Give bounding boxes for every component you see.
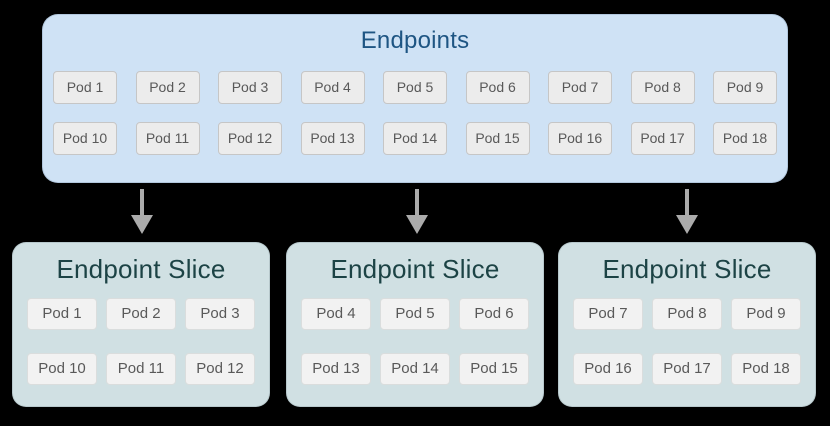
- pod-box: Pod 10: [27, 353, 97, 385]
- endpoints-title: Endpoints: [360, 27, 470, 54]
- pod-box: Pod 12: [218, 122, 282, 155]
- slice-pod-row-2: Pod 16 Pod 17 Pod 18: [573, 353, 801, 385]
- pod-box: Pod 2: [106, 298, 176, 330]
- endpoint-slice-title: Endpoint Slice: [602, 254, 772, 284]
- slice-pod-row-2: Pod 13 Pod 14 Pod 15: [301, 353, 529, 385]
- pod-box: Pod 7: [573, 298, 643, 330]
- pod-box: Pod 13: [301, 353, 371, 385]
- pod-box: Pod 5: [380, 298, 450, 330]
- pod-box: Pod 1: [27, 298, 97, 330]
- pod-box: Pod 3: [218, 71, 282, 104]
- pod-box: Pod 11: [106, 353, 176, 385]
- pod-box: Pod 2: [135, 71, 200, 104]
- slice-pod-row-2: Pod 10 Pod 11 Pod 12: [27, 353, 255, 385]
- pod-box: Pod 8: [630, 71, 695, 104]
- endpoints-box: Endpoints Pod 1 Pod 2 Pod 3 Pod 4 Pod 5 …: [42, 14, 788, 183]
- arrow-head: [131, 215, 153, 234]
- pod-box: Pod 13: [300, 122, 365, 155]
- arrow-head: [406, 215, 428, 234]
- endpoints-pod-row-1: Pod 1 Pod 2 Pod 3 Pod 4 Pod 5 Pod 6 Pod …: [53, 71, 777, 104]
- pod-box: Pod 10: [53, 122, 117, 155]
- pod-box: Pod 7: [548, 71, 612, 104]
- pod-box: Pod 12: [185, 353, 255, 385]
- pod-box: Pod 17: [652, 353, 722, 385]
- endpoints-pod-row-2: Pod 10 Pod 11 Pod 12 Pod 13 Pod 14 Pod 1…: [53, 122, 777, 155]
- pod-box: Pod 5: [383, 71, 447, 104]
- down-arrow-icon: [406, 189, 428, 234]
- pod-box: Pod 15: [465, 122, 530, 155]
- pod-box: Pod 6: [459, 298, 529, 330]
- endpoint-slice-box-3: Endpoint Slice Pod 7 Pod 8 Pod 9 Pod 16 …: [558, 242, 816, 407]
- pod-box: Pod 14: [383, 122, 447, 155]
- arrow-head: [676, 215, 698, 234]
- arrow-shaft: [685, 189, 689, 215]
- pod-box: Pod 16: [548, 122, 612, 155]
- endpoint-slice-title: Endpoint Slice: [56, 254, 226, 284]
- pod-box: Pod 16: [573, 353, 643, 385]
- slice-pod-row-1: Pod 1 Pod 2 Pod 3: [27, 298, 255, 330]
- pod-box: Pod 1: [53, 71, 117, 104]
- arrow-shaft: [140, 189, 144, 215]
- pod-box: Pod 4: [301, 298, 371, 330]
- down-arrow-icon: [131, 189, 153, 234]
- pod-box: Pod 3: [185, 298, 255, 330]
- endpoint-slice-box-2: Endpoint Slice Pod 4 Pod 5 Pod 6 Pod 13 …: [286, 242, 544, 407]
- down-arrow-icon: [676, 189, 698, 234]
- slice-pod-row-1: Pod 4 Pod 5 Pod 6: [301, 298, 529, 330]
- endpoint-slice-box-1: Endpoint Slice Pod 1 Pod 2 Pod 3 Pod 10 …: [12, 242, 270, 407]
- pod-box: Pod 11: [135, 122, 200, 155]
- pod-box: Pod 18: [713, 122, 777, 155]
- arrow-shaft: [415, 189, 419, 215]
- pod-box: Pod 14: [380, 353, 450, 385]
- slice-pod-row-1: Pod 7 Pod 8 Pod 9: [573, 298, 801, 330]
- pod-box: Pod 9: [731, 298, 801, 330]
- pod-box: Pod 15: [459, 353, 529, 385]
- pod-box: Pod 8: [652, 298, 722, 330]
- pod-box: Pod 6: [465, 71, 530, 104]
- pod-box: Pod 17: [630, 122, 695, 155]
- pod-box: Pod 9: [713, 71, 777, 104]
- endpoint-slice-title: Endpoint Slice: [330, 254, 500, 284]
- pod-box: Pod 4: [300, 71, 365, 104]
- pod-box: Pod 18: [731, 353, 801, 385]
